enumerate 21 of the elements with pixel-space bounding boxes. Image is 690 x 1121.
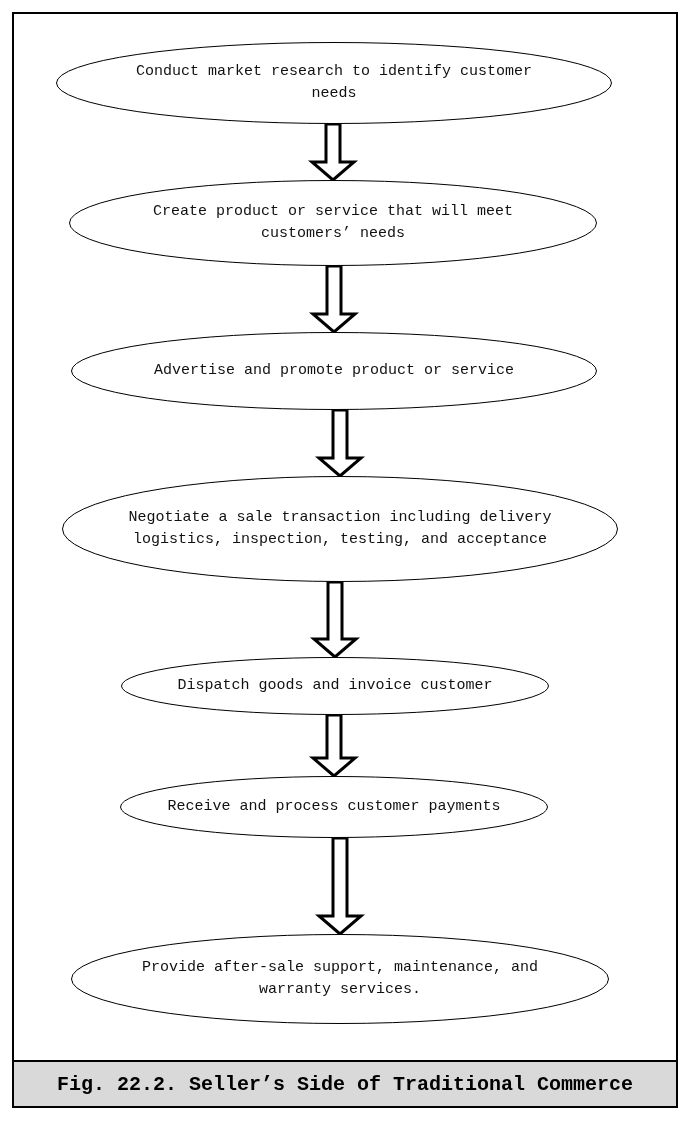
block-arrow: [314, 836, 366, 936]
block-arrow: [308, 713, 360, 778]
process-ellipse: [71, 332, 597, 410]
block-arrow: [314, 408, 366, 478]
step-text: Dispatch goods and invoice customer: [176, 676, 494, 697]
step-text: Advertise and promote product or service: [152, 361, 516, 382]
step-text: Negotiate a sale transaction including delivery logistics, inspection, testing, and acceptance: [127, 508, 553, 550]
process-ellipse: [69, 180, 597, 266]
process-ellipse: [71, 934, 609, 1024]
figure-caption: Fig. 22.2. Seller’s Side of Traditional Commerce: [14, 1060, 676, 1106]
step-text: Provide after-sale support, maintenance, and warranty services.: [140, 958, 540, 1000]
step-text: Receive and process customer payments: [166, 797, 502, 818]
block-arrow: [307, 122, 359, 182]
block-arrow: [309, 580, 361, 659]
step-text: Create product or service that will meet customers’ needs: [151, 202, 515, 244]
step-text: Conduct market research to identify customer needs: [134, 62, 534, 104]
process-ellipse: [56, 42, 612, 124]
block-arrow: [308, 264, 360, 334]
process-ellipse: [121, 657, 549, 715]
process-ellipse: [120, 776, 548, 838]
process-ellipse: [62, 476, 618, 582]
